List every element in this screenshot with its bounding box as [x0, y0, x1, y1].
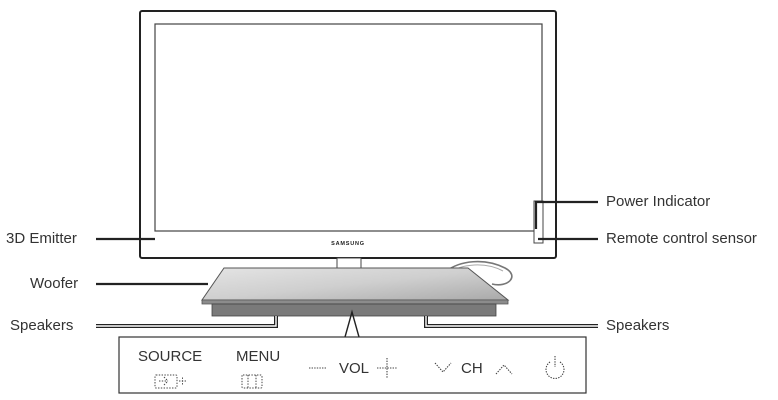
menu-icon[interactable]: [241, 374, 263, 389]
label-speakers-right: Speakers: [606, 317, 670, 334]
stand-top: [201, 267, 510, 301]
power-cable: [444, 260, 513, 286]
label-remote-sensor: Remote control sensor: [606, 230, 757, 247]
control-panel: [118, 336, 587, 394]
leader-power-indicator: [534, 200, 598, 229]
label-speakers-left: Speakers: [10, 317, 74, 334]
leader-speakers-right: [424, 316, 598, 328]
label-woofer: Woofer: [30, 275, 79, 292]
vol-plus-icon[interactable]: [377, 358, 397, 378]
ch-label: CH: [461, 360, 483, 377]
source-icon[interactable]: [154, 374, 186, 389]
brand-logo: SAMSUNG: [331, 241, 365, 247]
stand-base: [201, 267, 510, 317]
vol-label: VOL: [339, 360, 370, 377]
menu-button-label[interactable]: MENU: [236, 348, 281, 365]
tv-body: SAMSUNG: [139, 10, 557, 259]
leader-control-panel: [344, 309, 360, 338]
leader-speakers-left: [96, 316, 278, 328]
label-power-indicator: Power Indicator: [606, 193, 711, 210]
speaker-bar: [211, 303, 497, 317]
leader-lines: [96, 200, 598, 338]
power-icon[interactable]: [545, 356, 565, 379]
source-button-label[interactable]: SOURCE: [138, 348, 203, 365]
label-3d-emitter: 3D Emitter: [6, 230, 77, 247]
tv-screen: [154, 23, 543, 232]
